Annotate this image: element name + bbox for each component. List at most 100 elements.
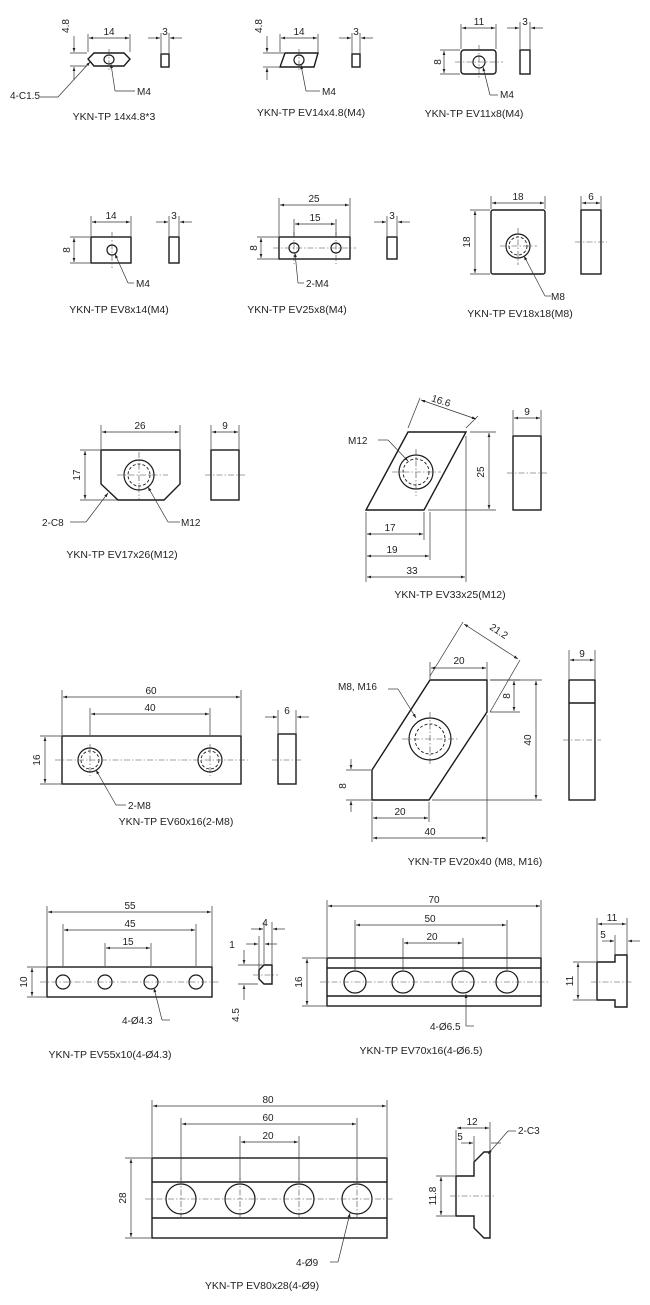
part-11-dim-4: 4-Ø6.5 bbox=[430, 1022, 461, 1033]
part-8-caption: YKN-TP EV60x16(2-M8) bbox=[119, 816, 234, 828]
part-9-dim-1: 20 bbox=[453, 656, 465, 667]
part-3-dim-3: M4 bbox=[136, 279, 150, 290]
part-11-dim-6: 5 bbox=[600, 930, 606, 941]
part-12-dim-3: 28 bbox=[118, 1192, 129, 1204]
part-5-dim-3: M8 bbox=[551, 292, 565, 303]
part-7-dim-0: 16.6 bbox=[430, 393, 452, 410]
part-1-dim-3: M4 bbox=[322, 87, 336, 98]
part-10-dim-4: 4-Ø4.3 bbox=[122, 1016, 153, 1027]
part-4-dim-1: 15 bbox=[309, 213, 321, 224]
part-4-dim-3: 8 bbox=[249, 245, 260, 251]
part-11-dim-0: 70 bbox=[428, 895, 440, 906]
part-2-dim-3: M4 bbox=[500, 90, 514, 101]
part-3-dim-0: 14 bbox=[105, 211, 117, 222]
part-8-drawing: 60 40 6 16 2-M8 YKN-TP EV60x16(2-M8) bbox=[32, 686, 309, 828]
part-11-dim-5: 11 bbox=[607, 913, 618, 924]
part-12-dim-0: 80 bbox=[262, 1095, 274, 1106]
part-5-drawing: 18 6 18 M8 YKN-TP EV18x18(M8) bbox=[462, 192, 607, 320]
part-12-dim-8: 11.8 bbox=[428, 1186, 439, 1205]
part-6-caption: YKN-TP EV17x26(M12) bbox=[66, 549, 177, 561]
part-5-dim-2: 18 bbox=[462, 236, 473, 248]
part-8-dim-2: 6 bbox=[284, 706, 290, 717]
part-0-dim-2: 3 bbox=[162, 27, 168, 38]
part-0-dim-3: 4-C1.5 bbox=[10, 91, 40, 102]
part-10-dim-7: 4.5 bbox=[231, 1008, 242, 1022]
part-4-dim-2: 3 bbox=[389, 211, 395, 222]
part-12-dim-6: 5 bbox=[457, 1132, 463, 1143]
part-10-dim-2: 15 bbox=[122, 937, 134, 948]
part-6-dim-1: 9 bbox=[222, 421, 228, 432]
part-9-dim-3: M8, M16 bbox=[338, 682, 377, 693]
part-2-drawing: 11 3 8 M4 YKN-TP EV11x8(M4) bbox=[425, 17, 543, 120]
part-6-dim-2: 17 bbox=[72, 469, 83, 481]
part-5-dim-1: 6 bbox=[588, 192, 594, 203]
part-3-caption: YKN-TP EV8x14(M4) bbox=[69, 304, 169, 316]
part-11-drawing: 70 50 20 16 4-Ø6.5 11 5 11 YKN-TP EV70x1… bbox=[294, 895, 640, 1057]
part-7-dim-1: 9 bbox=[524, 407, 530, 418]
part-6-dim-0: 26 bbox=[134, 421, 146, 432]
part-2-dim-1: 3 bbox=[522, 17, 528, 28]
part-7-dim-5: 19 bbox=[386, 545, 398, 556]
part-12-dim-2: 20 bbox=[262, 1131, 274, 1142]
part-9-caption: YKN-TP EV20x40 (M8, M16) bbox=[408, 856, 543, 868]
part-11-dim-7: 11 bbox=[565, 975, 576, 986]
part-11-caption: YKN-TP EV70x16(4-Ø6.5) bbox=[360, 1045, 483, 1057]
part-3-dim-2: 8 bbox=[62, 247, 73, 253]
part-10-dim-5: 4 bbox=[262, 918, 268, 929]
part-7-drawing: 16.6 9 M12 25 17 19 33 YKN-TP EV33x25(M1… bbox=[348, 393, 547, 601]
part-12-drawing: 80 60 20 28 4-Ø9 12 5 2-C3 11.8 YKN-TP E… bbox=[118, 1095, 540, 1292]
part-9-dim-5: 40 bbox=[523, 734, 534, 746]
part-7-dim-2: M12 bbox=[348, 436, 368, 447]
part-3-dim-1: 3 bbox=[171, 211, 177, 222]
part-6-drawing: 26 9 17 2-C8 M12 YKN-TP EV17x26(M12) bbox=[42, 421, 245, 561]
part-10-dim-3: 10 bbox=[19, 976, 30, 988]
part-4-dim-4: 2-M4 bbox=[306, 279, 329, 290]
part-9-dim-8: 40 bbox=[424, 827, 436, 838]
part-1-drawing: 4.8 14 3 M4 YKN-TP EV14x4.8(M4) bbox=[254, 19, 373, 119]
part-7-dim-4: 17 bbox=[384, 523, 396, 534]
part-0-dim-4: M4 bbox=[137, 87, 151, 98]
part-0-caption: YKN-TP 14x4.8*3 bbox=[73, 111, 156, 123]
part-2-dim-2: 8 bbox=[433, 59, 444, 65]
part-1-dim-0: 4.8 bbox=[254, 19, 265, 33]
part-11-dim-2: 20 bbox=[426, 932, 438, 943]
part-2-dim-0: 11 bbox=[474, 17, 485, 28]
part-5-dim-0: 18 bbox=[512, 192, 524, 203]
part-8-dim-4: 2-M8 bbox=[128, 801, 151, 812]
part-1-caption: YKN-TP EV14x4.8(M4) bbox=[257, 107, 365, 119]
part-9-dim-0: 21.2 bbox=[487, 622, 510, 642]
part-1-dim-1: 14 bbox=[293, 27, 305, 38]
part-10-dim-6: 1 bbox=[229, 940, 235, 951]
part-6-dim-3: 2-C8 bbox=[42, 518, 64, 529]
part-2-caption: YKN-TP EV11x8(M4) bbox=[425, 108, 524, 120]
part-12-dim-1: 60 bbox=[262, 1113, 274, 1124]
part-6-dim-4: M12 bbox=[181, 518, 201, 529]
part-3-drawing: 14 3 8 M4 YKN-TP EV8x14(M4) bbox=[62, 211, 192, 316]
part-0-dim-1: 14 bbox=[103, 27, 115, 38]
part-11-dim-1: 50 bbox=[424, 914, 436, 925]
part-10-dim-0: 55 bbox=[124, 901, 136, 912]
part-9-dim-4: 8 bbox=[502, 693, 513, 699]
part-4-drawing: 25 15 3 8 2-M4 YKN-TP EV25x8(M4) bbox=[247, 194, 410, 316]
part-4-caption: YKN-TP EV25x8(M4) bbox=[247, 304, 347, 316]
part-8-dim-3: 16 bbox=[32, 754, 43, 766]
part-10-dim-1: 45 bbox=[124, 919, 136, 930]
part-1-dim-2: 3 bbox=[353, 27, 359, 38]
part-12-dim-7: 2-C3 bbox=[518, 1126, 540, 1137]
part-7-caption: YKN-TP EV33x25(M12) bbox=[394, 589, 505, 601]
part-9-dim-2: 9 bbox=[579, 649, 585, 660]
part-5-caption: YKN-TP EV18x18(M8) bbox=[467, 308, 572, 320]
part-12-dim-5: 12 bbox=[466, 1117, 478, 1128]
part-9-drawing: 21.2 20 9 M8, M16 8 40 8 20 40 YKN-TP EV… bbox=[338, 621, 601, 868]
part-7-dim-6: 33 bbox=[406, 566, 418, 577]
part-9-dim-7: 20 bbox=[394, 807, 406, 818]
part-4-dim-0: 25 bbox=[308, 194, 320, 205]
part-10-drawing: 55 45 15 10 4-Ø4.3 4 1 4.5 YKN-TP EV55x1… bbox=[19, 901, 285, 1061]
part-10-caption: YKN-TP EV55x10(4-Ø4.3) bbox=[49, 1049, 172, 1061]
part-9-dim-6: 8 bbox=[338, 783, 349, 789]
part-7-dim-3: 25 bbox=[476, 466, 487, 478]
part-0-drawing: 4.8 14 3 4-C1.5 M4 YKN-TP 14x4.8*3 bbox=[10, 19, 182, 123]
part-8-dim-0: 60 bbox=[145, 686, 157, 697]
part-12-dim-4: 4-Ø9 bbox=[296, 1258, 319, 1269]
